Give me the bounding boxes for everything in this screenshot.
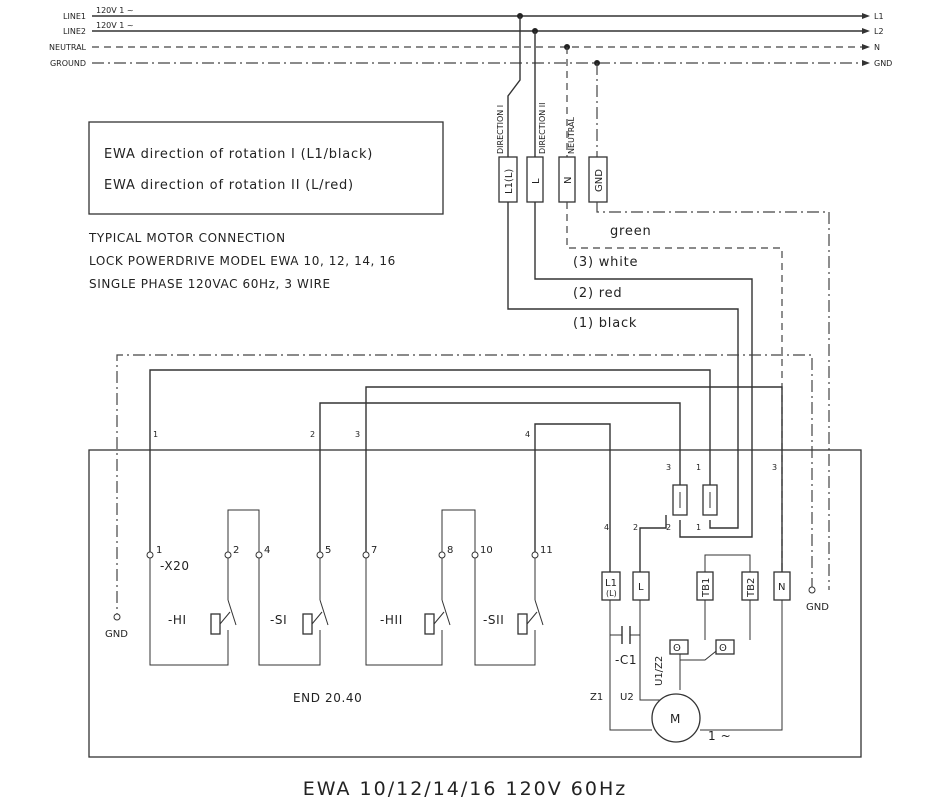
wire-number-3: 3	[355, 430, 360, 439]
wire-green-label: green	[610, 224, 652, 239]
terminal-10: 10	[480, 545, 493, 556]
end-label: END 20.40	[293, 691, 362, 705]
terminal-11: 11	[540, 545, 553, 556]
motor-n-text: N	[778, 582, 785, 593]
line1-label: LINE1	[63, 12, 86, 21]
legend-rotation-1: EWA direction of rotation I (L1/black)	[104, 147, 373, 162]
motor-terminal-n	[773, 571, 791, 601]
terminal-strip-x20: -X20	[160, 559, 190, 573]
switch-hii-label: -HII	[380, 613, 403, 627]
neutral-label: NEUTRAL	[49, 43, 86, 52]
thermal-1-icon: ʘ	[673, 643, 681, 654]
terminal-7: 7	[371, 545, 377, 556]
line2-voltage: 120V 1 ~	[96, 21, 134, 30]
switch-symbols	[210, 611, 538, 635]
out-l1-label: L1	[874, 12, 884, 21]
wire-number-inner-4: 4	[604, 523, 609, 532]
out-l2-label: L2	[874, 27, 884, 36]
wire-black-label: (1) black	[573, 316, 637, 331]
connector-gnd-text: GND	[594, 169, 605, 192]
diagram-title: EWA 10/12/14/16 120V 60Hz	[303, 778, 627, 800]
motor-phase-label: 1 ~	[708, 729, 731, 743]
motor-terminal-tb2	[741, 571, 759, 601]
winding-z1-label: Z1	[590, 692, 603, 703]
terminal-5: 5	[325, 545, 331, 556]
motor-terminal-l1	[601, 571, 621, 601]
thermal-switch-1	[669, 639, 689, 655]
motor-terminal-tb1	[696, 571, 714, 601]
motor-l-text: L	[638, 582, 644, 593]
internal-wiring	[149, 369, 783, 731]
connector-block-gnd	[588, 156, 608, 203]
motor-tb2-text: TB2	[746, 578, 757, 598]
switch-si-label: -SI	[270, 613, 287, 627]
line1-voltage: 120V 1 ~	[96, 6, 134, 15]
direction2-label: DIRECTION II	[538, 102, 547, 154]
actuator-enclosure	[88, 449, 862, 758]
legend-box	[88, 121, 444, 215]
relay-lower-1: 1	[696, 523, 701, 532]
motor-symbol	[651, 693, 701, 743]
wire-number-2: 2	[310, 430, 315, 439]
supply-drops	[507, 16, 598, 157]
neutral-vertical-label: NEUTRAL	[567, 117, 576, 154]
capacitor-label: -C1	[615, 653, 637, 667]
connector-n-text: N	[563, 177, 574, 184]
relay-lower-2: 2	[666, 523, 671, 532]
winding-u1z2-label: U1/Z2	[654, 656, 665, 686]
relay-number-1: 1	[696, 463, 701, 472]
wire-red-label: (2) red	[573, 286, 622, 301]
switch-sii-label: -SII	[483, 613, 504, 627]
ground-right-label: GND	[806, 602, 829, 613]
terminal-points	[113, 551, 816, 621]
info-line-1: TYPICAL MOTOR CONNECTION	[88, 231, 286, 245]
connector-l-text: L	[531, 178, 542, 184]
info-line-3: SINGLE PHASE 120VAC 60Hz, 3 WIRE	[89, 277, 331, 291]
terminal-1: 1	[156, 545, 162, 556]
ground-left-label: GND	[105, 629, 128, 640]
winding-u2-label: U2	[620, 692, 634, 703]
direction1-label: DIRECTION I	[496, 105, 505, 154]
out-gnd-label: GND	[874, 59, 892, 68]
relay-number-3: 3	[666, 463, 671, 472]
wire-number-4: 4	[525, 430, 530, 439]
wire-number-1: 1	[153, 430, 158, 439]
connector-l1l-text: L1(L)	[504, 169, 515, 194]
ground-label: GROUND	[50, 59, 86, 68]
terminal-8: 8	[447, 545, 453, 556]
motor-tb1-text: TB1	[701, 578, 712, 598]
wire-number-inner-2: 2	[633, 523, 638, 532]
thermal-2-icon: ʘ	[719, 643, 727, 654]
terminal-4: 4	[264, 545, 270, 556]
line2-label: LINE2	[63, 27, 86, 36]
info-line-2: LOCK POWERDRIVE MODEL EWA 10, 12, 14, 16	[89, 254, 396, 268]
motor-l1-text: L1	[605, 578, 617, 589]
motor-m-label: M	[670, 712, 681, 726]
thermal-switch-2	[715, 639, 735, 655]
out-n-label: N	[874, 43, 880, 52]
wire-white-label: (3) white	[573, 255, 638, 270]
motor-l1-sub-text: (L)	[606, 589, 617, 598]
terminal-2: 2	[233, 545, 239, 556]
legend-rotation-2: EWA direction of rotation II (L/red)	[104, 178, 354, 193]
wire-number-right-3: 3	[772, 463, 777, 472]
motor-terminal-l	[632, 571, 650, 601]
switch-hi-label: -HI	[168, 613, 187, 627]
supply-lines	[92, 13, 870, 66]
